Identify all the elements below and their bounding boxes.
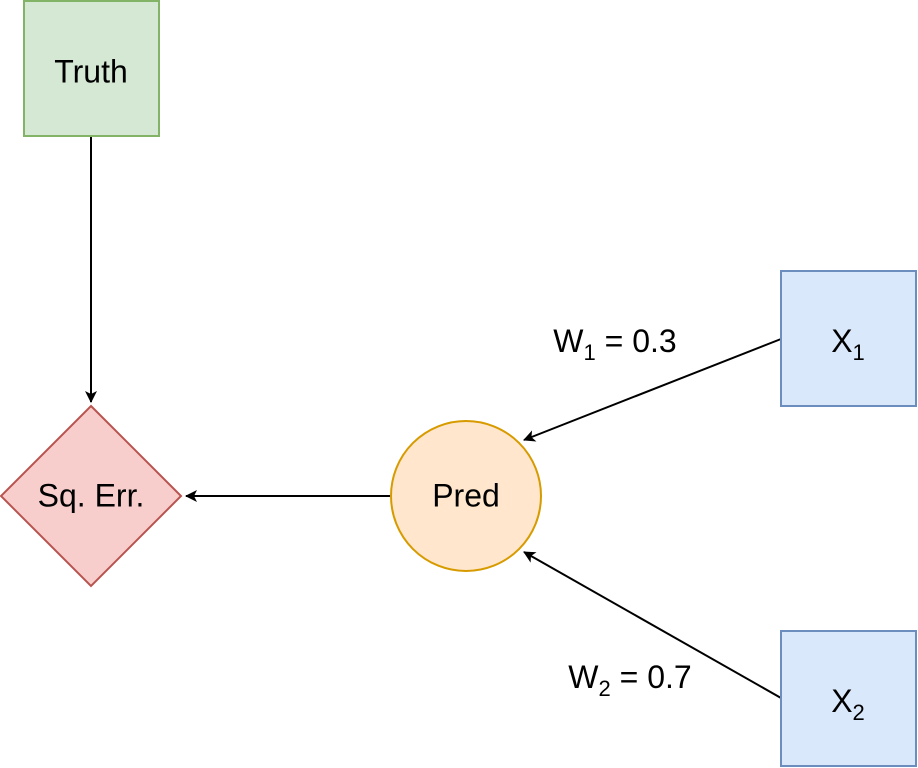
truth-box <box>23 0 160 137</box>
sq-err-label: Sq. Err. <box>38 477 145 513</box>
edge-x2-to-pred <box>523 551 782 699</box>
x1-label-main: X <box>831 323 852 359</box>
w1-label-subscript: 1 <box>584 340 596 365</box>
w1-label-value: = 0.3 <box>596 323 677 359</box>
x2-label: X2 <box>831 683 865 725</box>
x1-box <box>780 270 917 407</box>
x2-label-subscript: 2 <box>853 700 865 725</box>
x2-box <box>780 630 917 767</box>
x1-label: X1 <box>831 323 865 365</box>
pred-label: Pred <box>432 477 500 513</box>
w1-label-var: W <box>553 323 584 359</box>
x1-label-subscript: 1 <box>853 340 865 365</box>
edge-x1-to-pred <box>523 338 782 442</box>
w2-label-subscript: 2 <box>599 676 611 701</box>
sq-err-node[interactable]: Sq. Err. <box>0 404 183 588</box>
w2-label-var: W <box>568 659 599 695</box>
x2-label-main: X <box>831 683 852 719</box>
sq-err-diamond <box>0 404 183 588</box>
pred-circle <box>390 420 542 572</box>
w1-label: W1 = 0.3 <box>553 323 676 365</box>
w2-label-value: = 0.7 <box>611 659 692 695</box>
truth-label: Truth <box>54 53 128 89</box>
x1-node[interactable]: X1 <box>780 270 917 407</box>
w2-label: W2 = 0.7 <box>568 659 691 701</box>
pred-node[interactable]: Pred <box>390 420 542 572</box>
truth-node[interactable]: Truth <box>23 0 160 137</box>
x2-node[interactable]: X2 <box>780 630 917 767</box>
